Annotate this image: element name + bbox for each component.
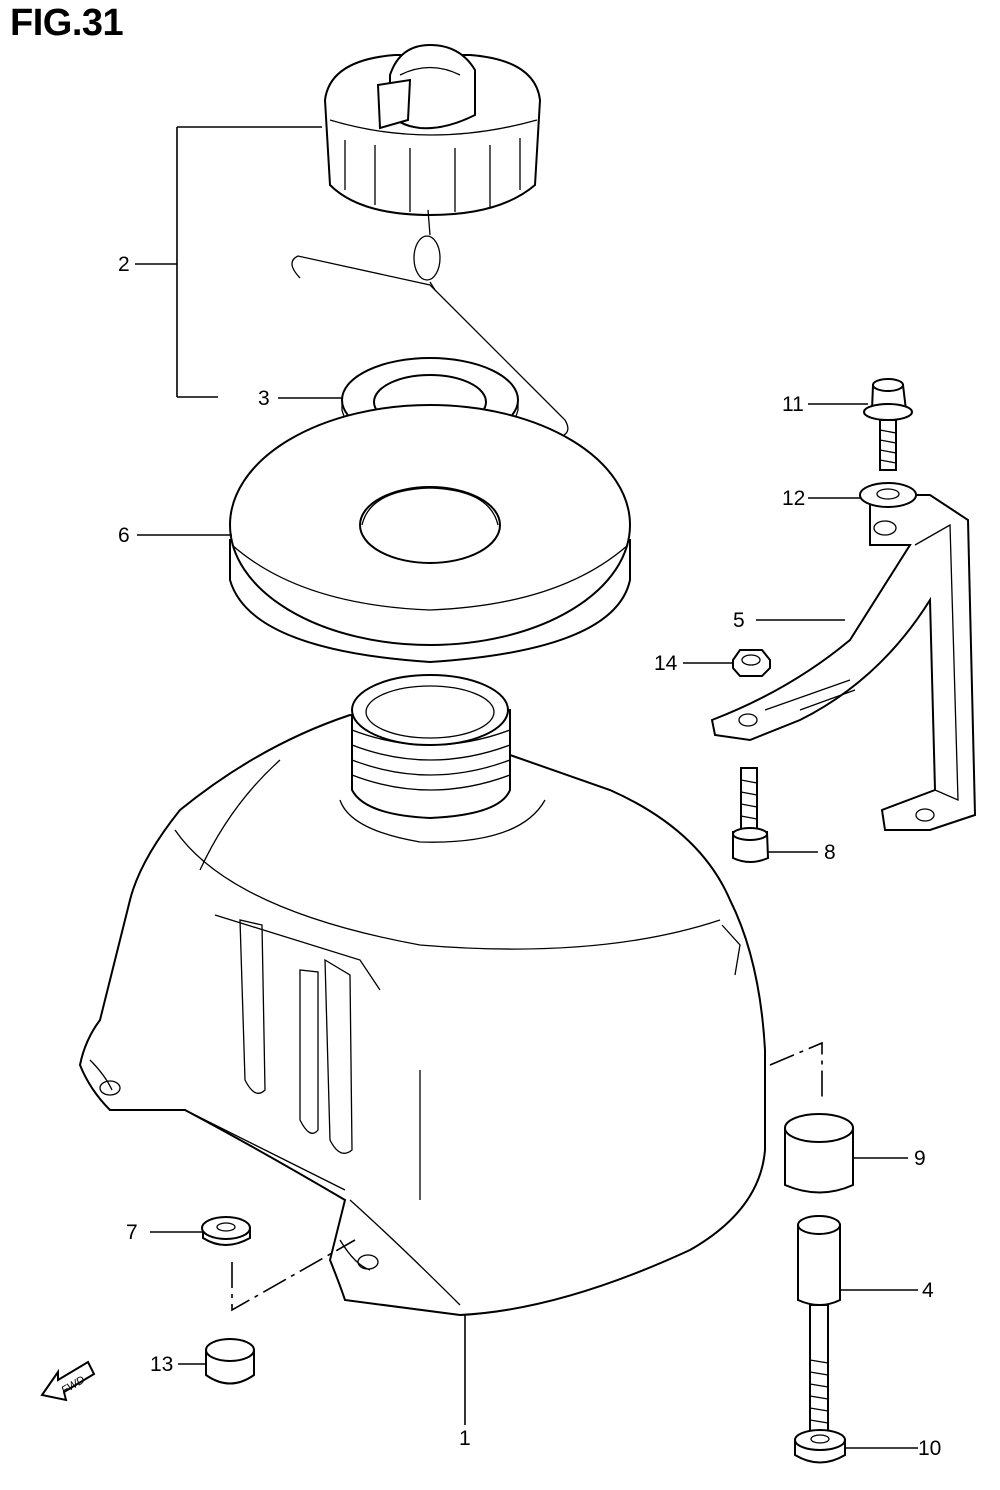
tank-cushion: [229, 404, 631, 664]
washer-12: [859, 482, 917, 508]
cap-tether: [291, 209, 569, 437]
fuel-tank: [78, 674, 766, 1317]
cushion-9: [784, 1113, 854, 1194]
alignment-lines: [231, 1041, 823, 1312]
tank-bracket: [710, 494, 977, 831]
bolt-4: [797, 1215, 841, 1456]
nut-14: [732, 649, 771, 677]
bolt-8: [732, 767, 770, 863]
callout-14: 14: [654, 652, 678, 675]
cap-13: [205, 1338, 255, 1385]
callout-8: 8: [824, 841, 836, 864]
callout-9: 9: [914, 1147, 926, 1170]
callout-3: 3: [258, 387, 270, 410]
bolt-11: [863, 378, 913, 471]
callout-10: 10: [918, 1437, 942, 1460]
fwd-arrow-icon: FWD: [40, 1360, 96, 1402]
callout-7: 7: [126, 1221, 138, 1244]
callout-13: 13: [150, 1353, 174, 1376]
fuel-cap: [323, 43, 542, 217]
callout-5: 5: [733, 609, 745, 632]
callout-1: 1: [459, 1427, 471, 1450]
washer-7: [201, 1216, 251, 1246]
callout-lines: [135, 126, 918, 1449]
nut-10: [794, 1429, 846, 1464]
callout-2: 2: [118, 253, 130, 276]
callout-11: 11: [782, 393, 804, 416]
callout-12: 12: [782, 487, 806, 510]
figure-title: FIG.31: [10, 2, 124, 44]
callout-6: 6: [118, 524, 130, 547]
callout-4: 4: [922, 1279, 934, 1302]
